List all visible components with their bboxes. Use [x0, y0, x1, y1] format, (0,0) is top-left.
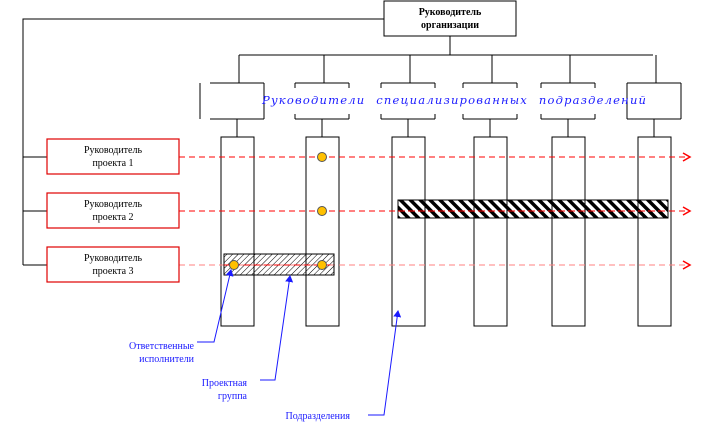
department-bar-1 — [220, 136, 255, 327]
project-manager-2-label: Руководитель проекта 2 — [47, 198, 179, 224]
pm2-line2: проекта 2 — [92, 212, 134, 223]
project-manager-3-label: Руководитель проекта 3 — [47, 252, 179, 278]
project-manager-box-3 — [46, 246, 180, 283]
responsible-line1: Ответственные — [129, 341, 194, 352]
department-bar-2 — [305, 136, 340, 327]
project-group-label: Проектная группа — [170, 377, 247, 403]
pm3-line1: Руководитель — [83, 253, 143, 264]
project-manager-box-2 — [46, 192, 180, 229]
responsible-line2: исполнители — [139, 354, 194, 365]
pm1-line1: Руководитель — [83, 145, 143, 156]
executor-dot — [317, 206, 327, 216]
department-bar-5 — [551, 136, 586, 327]
project-manager-box-1 — [46, 138, 180, 175]
project-group-pointer — [260, 275, 294, 381]
pm3-line2: проекта 3 — [92, 266, 134, 277]
department-heads-label: Руководители специализированных подразде… — [262, 93, 648, 107]
executor-dot — [229, 260, 239, 270]
department-bar-6 — [637, 136, 672, 327]
pm1-line2: проекта 1 — [92, 158, 134, 169]
responsible-pointer — [197, 269, 234, 343]
executor-dot — [317, 260, 327, 270]
project-group-line2: группа — [217, 391, 247, 402]
department-bar-3 — [391, 136, 426, 327]
top-manager-line2: организации — [421, 20, 479, 31]
department-bar-4 — [473, 136, 508, 327]
departments-pointer — [368, 310, 402, 416]
top-manager-label: Руководитель организации — [384, 6, 516, 32]
project-group-line1: Проектная — [201, 378, 247, 389]
responsible-label: Ответственные исполнители — [104, 340, 194, 366]
project-manager-1-label: Руководитель проекта 1 — [47, 144, 179, 170]
executor-dot — [317, 152, 327, 162]
pm2-line1: Руководитель — [83, 199, 143, 210]
departments-label: Подразделения — [285, 411, 351, 422]
top-to-projects-connector — [22, 18, 384, 265]
department-head-box-1 — [199, 82, 265, 120]
top-manager-box — [383, 0, 517, 37]
project-group-2 — [397, 199, 669, 219]
top-manager-line1: Руководитель — [418, 7, 482, 18]
